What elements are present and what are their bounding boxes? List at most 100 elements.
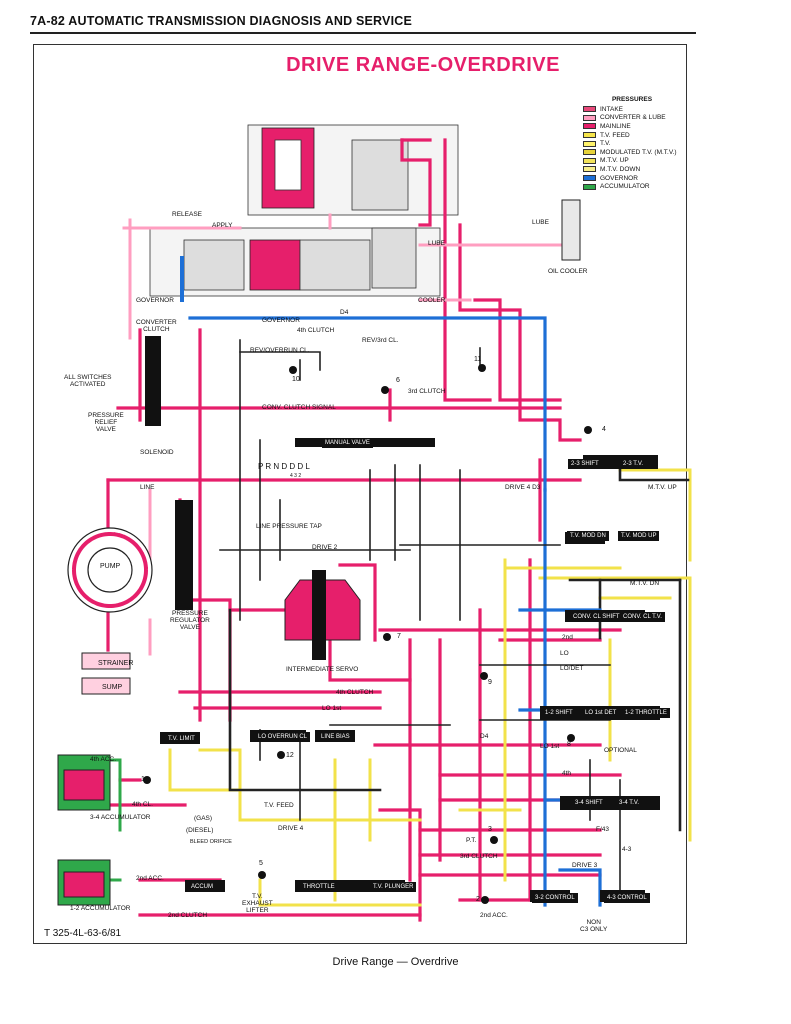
valve-number-2: 2: [476, 896, 480, 903]
legend-swatch: [583, 140, 596, 147]
valve-lo-overrun-cl: LO OVERRUN CL: [255, 732, 311, 742]
valve-1-2-shift: 1-2 SHIFT: [542, 708, 576, 718]
valve-number-4: 4: [602, 426, 606, 433]
legend-item: ACCUMULATOR: [583, 182, 693, 191]
label-lube: LUBE: [532, 219, 549, 226]
label-2nd: 2nd: [562, 634, 573, 641]
valve-3-2-control: 3-2 CONTROL: [532, 893, 578, 903]
label-4th-clutch: 4th CLUTCH: [297, 327, 335, 334]
valve-number-8: 8: [567, 741, 571, 748]
legend-swatch: [583, 106, 596, 113]
figure-caption: Drive Range — Overdrive: [332, 956, 459, 968]
transmission-cutaway: [149, 124, 459, 302]
valve-4-3-control: 4-3 CONTROL: [604, 893, 650, 903]
label-governor: GOVERNOR: [136, 297, 174, 304]
label-4th-clutch-2: 4th CLUTCH: [336, 689, 374, 696]
label-apply: APPLY: [212, 222, 233, 229]
label-converter-clutch: CONVERTER CLUTCH: [136, 319, 177, 334]
valve-3-4-shift: 3-4 SHIFT: [572, 798, 606, 808]
legend-item: T.V.: [583, 139, 693, 148]
label-lo-det: LO/DET: [560, 665, 584, 672]
label-lo-1st: LO 1st: [322, 705, 342, 712]
valve-tv-mod-dn: T.V. MOD DN: [567, 531, 609, 541]
label-conv-clutch-signal: CONV. CLUTCH SIGNAL: [262, 404, 336, 411]
legend-heading: PRESSURES: [611, 96, 653, 103]
strainer-sump: [81, 652, 131, 695]
label-governor-line: GOVERNOR: [262, 317, 300, 324]
valve-number-markers: [143, 364, 592, 904]
label-drive4: DRIVE 4: [278, 825, 304, 832]
label-2nd-acc: 2nd ACC.: [136, 875, 164, 882]
legend-label: CONVERTER & LUBE: [600, 114, 666, 122]
converter-lube-passages: [122, 213, 562, 657]
legend-swatch: [583, 114, 596, 121]
label-oil-cooler: OIL COOLER: [548, 268, 588, 275]
legend-label: GOVERNOR: [600, 174, 638, 182]
valve-accum: ACCUM: [188, 882, 216, 892]
valve-number-6: 6: [396, 377, 400, 384]
label-tv-exhaust-lifter: T.V. EXHAUST LIFTER: [242, 893, 273, 915]
label-d4-b: D4: [480, 733, 489, 740]
figure-id: T 325-4L-63-6/81: [44, 928, 122, 939]
legend-item: INTAKE: [583, 105, 693, 114]
label-pump: PUMP: [100, 563, 121, 570]
valve-2-3-shift: 2-3 SHIFT: [568, 459, 602, 469]
label-4th-cl: 4th CL.: [132, 801, 153, 808]
label-release: RELEASE: [172, 211, 202, 218]
valve-number-11: 11: [474, 356, 482, 363]
label-d4: D4: [340, 309, 349, 316]
valve-throttle: THROTTLE: [300, 882, 338, 892]
other-passages: [219, 339, 621, 891]
header-rule: [30, 32, 696, 34]
label-sump: SUMP: [102, 684, 123, 691]
tv-passages: [168, 468, 692, 907]
label-f43: F/43: [596, 826, 610, 833]
legend-label: M.T.V. UP: [600, 157, 629, 165]
oil-cooler-shape: [561, 199, 581, 261]
legend-label: MAINLINE: [600, 122, 631, 130]
page-header: 7A-82 AUTOMATIC TRANSMISSION DIAGNOSIS A…: [30, 14, 413, 28]
label-tv-feed: T.V. FEED: [264, 802, 294, 809]
label-prnd-sub: 4 3 2: [290, 473, 302, 479]
label-mtv-dn: M.T.V. DN: [630, 580, 660, 587]
label-solenoid: SOLENOID: [140, 449, 174, 456]
valve-line-bias: LINE BIAS: [318, 732, 353, 742]
valve-tv-limit: T.V. LIMIT: [165, 734, 198, 744]
valve-1-2-throttle: 1-2 THROTTLE: [622, 708, 670, 718]
label-rev-overrun: REV/OVERRUN CL.: [250, 347, 310, 354]
valve-lo-1st-det: LO 1st DET: [582, 708, 620, 718]
valve-tv-plunger: T.V. PLUNGER: [370, 882, 417, 892]
label-optional: OPTIONAL: [604, 747, 637, 754]
label-line-pressure-tap: LINE PRESSURE TAP: [256, 523, 322, 530]
intermediate-servo-shape: [284, 570, 361, 660]
legend-item: CONVERTER & LUBE: [583, 114, 693, 123]
legend-item: GOVERNOR: [583, 174, 693, 183]
label-4th-acc: 4th ACC.: [90, 756, 117, 763]
legend-item: MAINLINE: [583, 122, 693, 131]
valve-3-4-tv: 3-4 T.V.: [616, 798, 643, 808]
legend-swatch: [583, 132, 596, 139]
label-all-switches: ALL SWITCHES ACTIVATED: [64, 374, 112, 389]
legend-swatch: [583, 183, 596, 190]
legend-item: M.T.V. DOWN: [583, 165, 693, 174]
legend-swatch: [583, 157, 596, 164]
legend-label: MODULATED T.V. (M.T.V.): [600, 148, 677, 156]
legend-label: T.V.: [600, 140, 611, 148]
legend-item: T.V. FEED: [583, 131, 693, 140]
label-pt: P.T.: [466, 837, 477, 844]
label-drive3: DRIVE 3: [572, 862, 598, 869]
label-3rd-clutch-2: 3rd CLUTCH: [460, 853, 498, 860]
valve-number-5: 5: [259, 860, 263, 867]
legend-label: T.V. FEED: [600, 131, 630, 139]
label-prnd: P R N D D D L: [258, 462, 310, 471]
accumulator-shapes: [57, 754, 111, 906]
label-lube-2: LUBE: [428, 240, 445, 247]
label-3rd-clutch: 3rd CLUTCH: [408, 388, 446, 395]
legend-label: M.T.V. DOWN: [600, 165, 641, 173]
label-1-2-accumulator: 1-2 ACCUMULATOR: [70, 905, 131, 912]
valve-number-12: 12: [286, 752, 294, 759]
legend-item: MODULATED T.V. (M.T.V.): [583, 148, 693, 157]
mtv-passages: [228, 468, 692, 832]
label-drive4-d3: DRIVE 4 D3: [505, 484, 541, 491]
label-diesel: (DIESEL): [186, 827, 214, 834]
